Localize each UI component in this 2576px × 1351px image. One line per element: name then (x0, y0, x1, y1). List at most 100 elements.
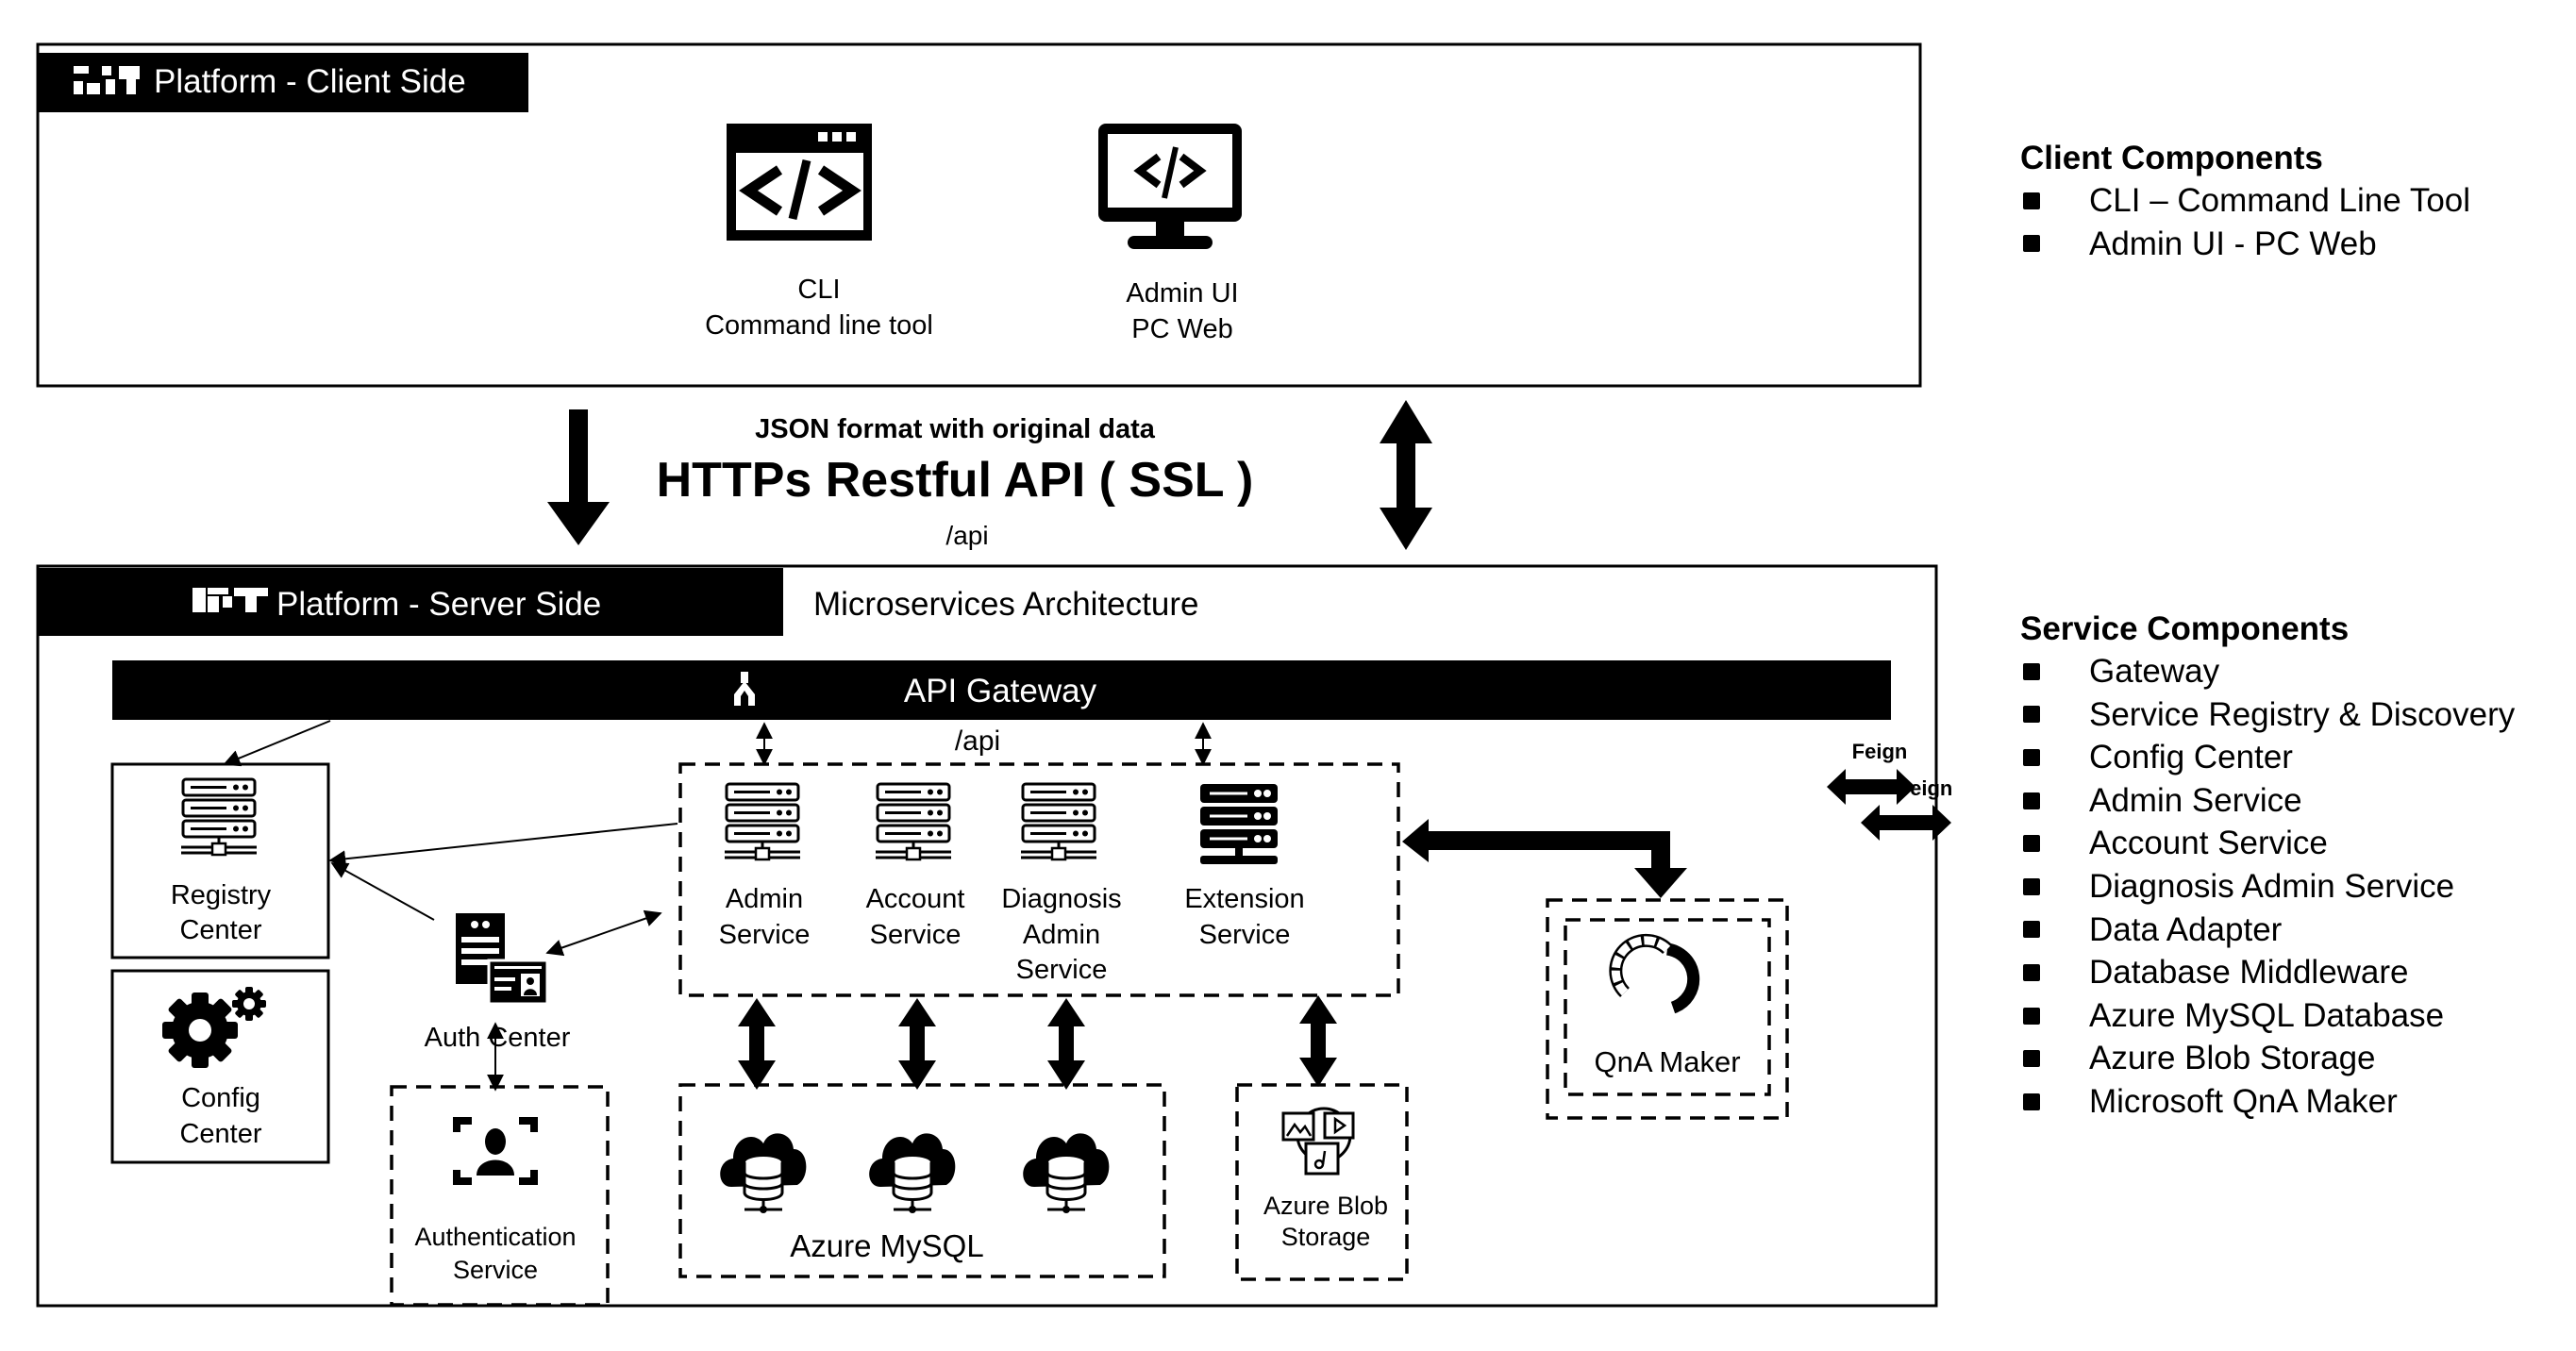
diagnosis-service-server-icon (1019, 782, 1098, 861)
transport-subtitle: JSON format with original data (755, 414, 1156, 444)
square-bullet-icon (2023, 1007, 2040, 1025)
square-bullet-icon (2023, 1092, 2040, 1110)
feign-label: Feign (1852, 740, 1908, 763)
admin-ui-label-line1: Admin UI (1126, 278, 1238, 309)
cloud-database-icon (867, 1131, 957, 1215)
legend-item: CLI – Command Line Tool (2020, 179, 2470, 223)
azure-mysql-box (678, 1083, 1166, 1278)
cli-label-line2: Command line tool (705, 310, 933, 341)
registry-server-icon (179, 777, 259, 857)
legend-item: Admin Service (2020, 779, 2515, 823)
registry-label-line1: Registry (171, 880, 272, 910)
admin-mysql-arrow (738, 998, 776, 1090)
server-header-title: Platform - Server Side (276, 586, 601, 623)
cli-label-line1: CLI (797, 275, 840, 305)
auth-center-icon (456, 913, 549, 1006)
config-center-box (110, 969, 330, 1164)
legend-item: Azure MySQL Database (2020, 994, 2515, 1038)
square-bullet-icon (2023, 835, 2040, 853)
registry-label-line2: Center (179, 915, 261, 945)
auth-registry-connector (330, 862, 435, 921)
gateway-registry-connector (223, 720, 331, 767)
square-bullet-icon (2023, 921, 2040, 939)
server-header-bar (38, 568, 783, 636)
platform-logo-icon (192, 588, 268, 612)
code-window-icon (727, 124, 872, 241)
client-components-title: Client Components (2020, 140, 2323, 176)
account-mysql-arrow (898, 998, 936, 1090)
qna-connector-arrow (1402, 819, 1687, 898)
legend-item: Gateway (2020, 650, 2515, 693)
service-components-title: Service Components (2020, 610, 2350, 647)
service-label-admin: Admin Service (719, 884, 811, 950)
legend-item: Service Registry & Discovery (2020, 693, 2515, 737)
service-components-legend: Service Components Gateway Service Regis… (2020, 609, 2515, 1124)
legend-item: Diagnosis Admin Service (2020, 865, 2515, 909)
qna-maker-outer-box (1546, 898, 1789, 1120)
client-components-legend: Client Components CLI – Command Line Too… (2020, 138, 2470, 265)
svg-text:Admin: Admin (1023, 920, 1100, 950)
qna-maker-icon (1609, 933, 1700, 1014)
service-components-list: Gateway Service Registry & Discovery Con… (2020, 650, 2515, 1124)
server-subheader: Microservices Architecture (813, 586, 1198, 623)
square-bullet-icon (2023, 662, 2040, 680)
face-scan-user-icon (453, 1117, 538, 1185)
qna-maker-label: QnA Maker (1594, 1045, 1740, 1078)
legend-item: Microsoft QnA Maker (2020, 1080, 2515, 1124)
legend-item: Database Middleware (2020, 951, 2515, 994)
gears-icon (162, 987, 266, 1068)
server-side-box (36, 564, 1938, 1308)
svg-text:Diagnosis: Diagnosis (1001, 884, 1121, 914)
client-header-bar (38, 53, 528, 112)
qna-maker-inner-box (1564, 918, 1771, 1096)
api-gateway-label: API Gateway (904, 673, 1097, 709)
service-label-extension: Extension Service (1184, 884, 1304, 950)
service-label-diagnosis-admin: Diagnosis Admin Service (1001, 884, 1121, 985)
azure-blob-box (1235, 1083, 1409, 1281)
legend-item: Config Center (2020, 736, 2515, 779)
client-header-title: Platform - Client Side (154, 63, 466, 100)
admin-ui-label-line2: PC Web (1131, 314, 1232, 344)
square-bullet-icon (2023, 748, 2040, 766)
legend-item: Azure Blob Storage (2020, 1037, 2515, 1080)
api-gateway-path: /api (955, 726, 1000, 757)
platform-logo-icon (74, 66, 140, 94)
bidirectional-arrow (1380, 400, 1432, 550)
authentication-service-box (390, 1085, 610, 1307)
legend-item: Data Adapter (2020, 909, 2515, 952)
authentication-service-line1: Authentication (414, 1223, 576, 1251)
svg-text:Extension: Extension (1184, 884, 1304, 914)
svg-text:Service: Service (1016, 955, 1108, 985)
diagnosis-mysql-arrow (1047, 998, 1085, 1090)
registry-center-box (110, 762, 330, 959)
services-registry-connector (328, 823, 678, 868)
down-arrow (547, 409, 610, 545)
thick-arrows-to-storage (738, 995, 1337, 1090)
authentication-service-line2: Service (453, 1256, 538, 1284)
square-bullet-icon (2023, 877, 2040, 895)
extension-service-server-icon (1198, 782, 1280, 866)
extension-blob-arrow (1299, 995, 1337, 1087)
square-bullet-icon (2023, 792, 2040, 809)
config-label-line2: Center (179, 1119, 261, 1149)
account-service-server-icon (874, 782, 953, 861)
microservices-group-box (678, 762, 1400, 997)
cloud-database-icon (1021, 1131, 1111, 1215)
square-bullet-icon (2023, 235, 2040, 253)
transport-title: HTTPs Restful API ( SSL ) (657, 453, 1254, 508)
svg-text:Account: Account (866, 884, 965, 914)
client-side-box (36, 42, 1922, 388)
api-gateway-bar (112, 660, 1891, 720)
azure-mysql-label: Azure MySQL (790, 1228, 983, 1263)
square-bullet-icon (2023, 1050, 2040, 1068)
azure-blob-label-line2: Storage (1281, 1223, 1371, 1251)
auth-services-connector (545, 909, 662, 957)
cloud-database-icon (718, 1131, 808, 1215)
client-components-list: CLI – Command Line Tool Admin UI - PC We… (2020, 179, 2470, 265)
azure-blob-label-line1: Azure Blob (1263, 1192, 1388, 1220)
square-bullet-icon (2023, 706, 2040, 724)
svg-text:Service: Service (1199, 920, 1291, 950)
svg-text:Service: Service (719, 920, 811, 950)
legend-item: Admin UI - PC Web (2020, 223, 2470, 266)
